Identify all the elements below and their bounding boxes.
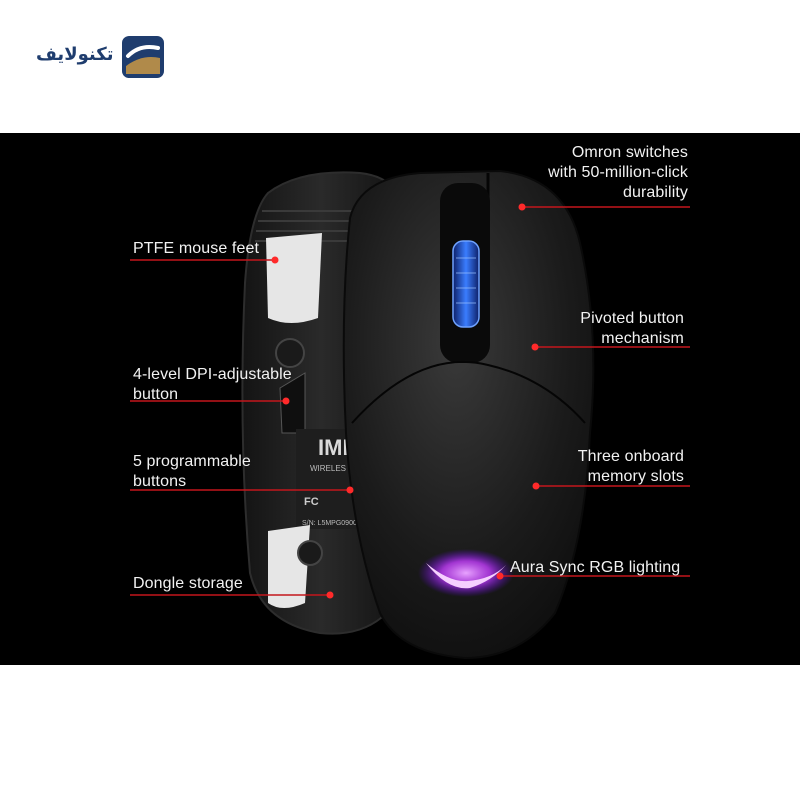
dongle-storage bbox=[297, 540, 323, 566]
brand-logo[interactable]: تکنولایف bbox=[36, 36, 166, 80]
callout-dots bbox=[271, 203, 540, 599]
callout-dongle-line1: Dongle storage bbox=[133, 575, 243, 592]
brand-logo-icon bbox=[122, 36, 164, 78]
callout-memory-line2: memory slots bbox=[587, 468, 684, 485]
callout-ptfe: PTFE mouse feet bbox=[133, 239, 259, 259]
callout-dpi: 4-level DPI-adjustable button bbox=[133, 365, 292, 405]
callout-pivoted-line2: mechanism bbox=[601, 330, 684, 347]
callout-pivoted-line1: Pivoted button bbox=[580, 310, 684, 327]
callout-dpi-line2: button bbox=[133, 386, 179, 403]
callout-dongle: Dongle storage bbox=[133, 574, 243, 594]
scroll-wheel bbox=[452, 240, 480, 328]
callout-omron-line3: durability bbox=[622, 184, 688, 201]
callout-ptfe-line1: PTFE mouse feet bbox=[133, 240, 259, 257]
product-panel: IMP WIRELES S/N: L5MPG0900 FC bbox=[0, 133, 800, 665]
brand-name: تکنولایف bbox=[36, 44, 114, 65]
mouse-top bbox=[342, 169, 595, 660]
aura-sync-logo bbox=[418, 549, 514, 597]
callout-dpi-line1: 4-level DPI-adjustable bbox=[133, 366, 292, 383]
callout-memory: Three onboard memory slots bbox=[540, 447, 684, 487]
callout-aura: Aura Sync RGB lighting bbox=[510, 558, 680, 578]
svg-text:WIRELES: WIRELES bbox=[310, 464, 346, 473]
callout-omron: Omron switches with 50-million-click dur… bbox=[520, 143, 688, 203]
svg-text:S/N: L5MPG0900: S/N: L5MPG0900 bbox=[302, 520, 357, 527]
callout-omron-line2: with 50-million-click bbox=[548, 164, 688, 181]
dpi-button bbox=[275, 338, 305, 368]
callout-programmable-line2: buttons bbox=[133, 473, 187, 490]
callout-lines bbox=[130, 206, 690, 596]
callout-aura-line1: Aura Sync RGB lighting bbox=[510, 559, 681, 576]
ptfe-foot-top bbox=[266, 233, 322, 323]
callout-memory-line1: Three onboard bbox=[577, 448, 684, 465]
callout-programmable-line1: 5 programmable bbox=[133, 453, 251, 470]
callout-programmable: 5 programmable buttons bbox=[133, 452, 251, 492]
callout-omron-line1: Omron switches bbox=[571, 144, 688, 161]
mouse-illustration: IMP WIRELES S/N: L5MPG0900 FC bbox=[130, 169, 690, 660]
callout-pivoted: Pivoted button mechanism bbox=[540, 309, 684, 349]
svg-text:FC: FC bbox=[304, 496, 319, 508]
